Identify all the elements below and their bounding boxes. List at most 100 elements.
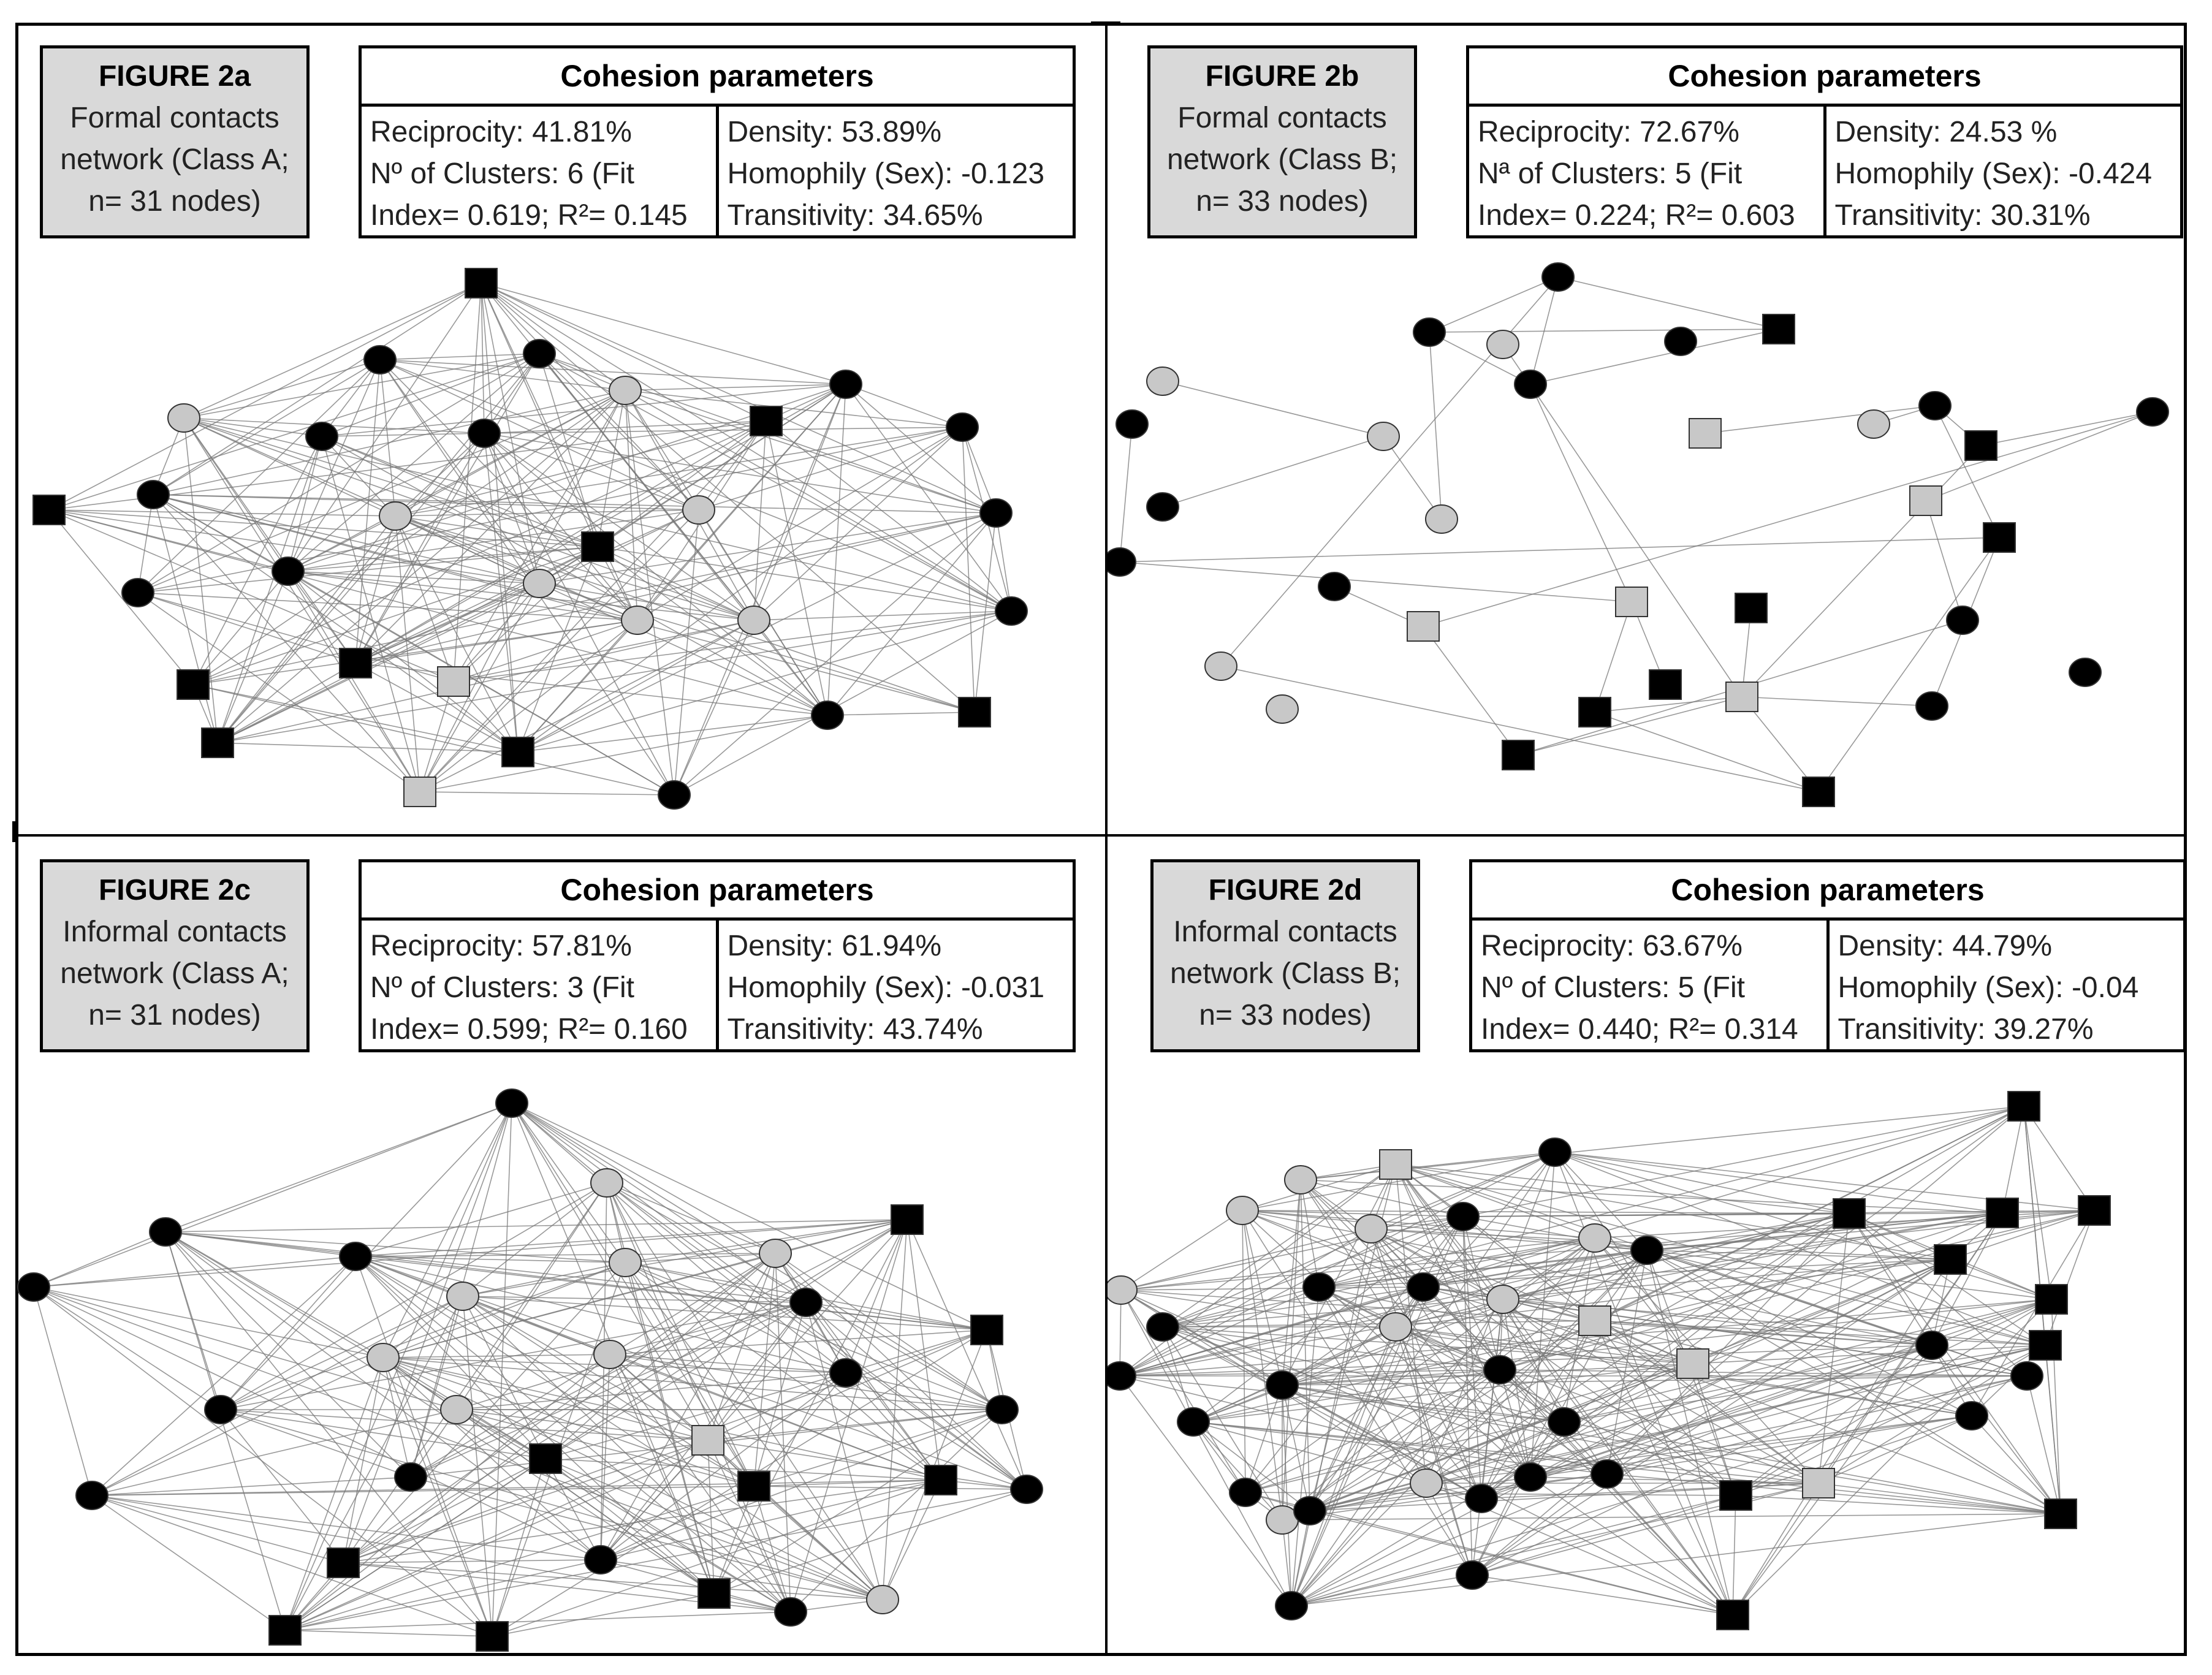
fit-index-value: Index= 0.619; R²= 0.145 bbox=[370, 199, 688, 232]
network-edge bbox=[153, 390, 626, 495]
network-edge bbox=[790, 1409, 1003, 1612]
network-edge bbox=[609, 1354, 715, 1594]
network-edge bbox=[753, 1372, 846, 1487]
network-edge bbox=[906, 1219, 941, 1481]
male-node-black bbox=[2035, 1284, 2068, 1315]
network-edge bbox=[355, 1182, 607, 1257]
network-edge bbox=[192, 620, 638, 685]
female-node-black bbox=[995, 596, 1028, 626]
network-edge bbox=[321, 436, 396, 517]
network-edge bbox=[91, 1256, 356, 1496]
male-node-black bbox=[465, 268, 498, 298]
density-value: Density: 24.53 % bbox=[1834, 116, 2058, 148]
cohesion-table: Cohesion parameters Reciprocity: 41.81% … bbox=[359, 45, 1076, 238]
female-node-black bbox=[204, 1395, 237, 1424]
female-node-black bbox=[121, 578, 154, 607]
network-edge bbox=[1934, 405, 2000, 538]
network-edge bbox=[217, 663, 356, 743]
network-edge bbox=[707, 1440, 715, 1594]
female-node-black bbox=[1146, 1312, 1179, 1342]
female-node-black bbox=[1266, 1370, 1299, 1400]
network-edge bbox=[355, 390, 626, 664]
network-edge bbox=[484, 420, 767, 434]
network-edge bbox=[395, 515, 975, 713]
female-node-black bbox=[2136, 397, 2169, 427]
female-node-black bbox=[468, 419, 501, 448]
homophily-value: Homophily (Sex): -0.04 bbox=[1838, 971, 2139, 1004]
cohesion-right-col: Density: 24.53 % Homophily (Sex): -0.424… bbox=[1823, 107, 2181, 238]
network-edge bbox=[1530, 276, 1559, 385]
network-edge bbox=[606, 1182, 1027, 1490]
female-node-black bbox=[1293, 1496, 1326, 1525]
network-edge bbox=[1594, 1320, 2046, 1346]
network-edge bbox=[1291, 1326, 1396, 1606]
network-edge bbox=[1646, 1250, 2028, 1377]
network-edge bbox=[410, 1476, 883, 1600]
network-edge bbox=[355, 1256, 626, 1263]
network-edge bbox=[1119, 1375, 1531, 1478]
network-edge bbox=[462, 1296, 987, 1331]
clusters-value: Nº of Clusters: 6 (Fit bbox=[370, 158, 634, 190]
network-edge bbox=[1472, 1473, 1608, 1576]
network-edge bbox=[48, 509, 454, 682]
male-node-black bbox=[2029, 1330, 2062, 1361]
cohesion-table: Cohesion parameters Reciprocity: 57.81% … bbox=[359, 859, 1076, 1052]
network-edge bbox=[379, 353, 540, 360]
male-node-gray bbox=[1578, 1305, 1611, 1336]
homophily-value: Homophily (Sex): -0.123 bbox=[727, 158, 1045, 190]
network-edge bbox=[1395, 1326, 1693, 1364]
network-edge bbox=[1282, 1164, 1396, 1386]
network-edge bbox=[284, 1458, 546, 1631]
cohesion-title: Cohesion parameters bbox=[1469, 48, 2180, 107]
network-edge bbox=[753, 1409, 1003, 1487]
network-edge bbox=[1818, 1345, 2046, 1484]
figure-title: FIGURE 2a bbox=[98, 60, 251, 93]
male-node-gray bbox=[1909, 485, 1942, 516]
network-edge bbox=[609, 1329, 987, 1355]
network-edge bbox=[1370, 1228, 1503, 1300]
network-edge bbox=[625, 1262, 846, 1373]
network-edge bbox=[382, 1357, 941, 1481]
network-edge bbox=[1735, 1345, 2046, 1496]
network-edge bbox=[1282, 1320, 1595, 1386]
network-edge bbox=[355, 433, 485, 664]
network-edge bbox=[1119, 561, 1632, 602]
figure-label: FIGURE 2c Informal contacts network (Cla… bbox=[40, 859, 310, 1052]
network-edge bbox=[192, 546, 598, 685]
network-edge bbox=[183, 417, 598, 547]
network-edge bbox=[2026, 1375, 2061, 1514]
network-edge bbox=[511, 1103, 754, 1487]
figure-2b-panel: FIGURE 2b Formal contacts network (Class… bbox=[1108, 23, 2199, 819]
network-edge bbox=[1395, 1259, 1951, 1327]
network-edge bbox=[1426, 1250, 1648, 1484]
network-edge bbox=[137, 592, 638, 621]
female-node-gray bbox=[167, 403, 200, 433]
female-node-black bbox=[811, 701, 844, 730]
network-edge bbox=[183, 283, 482, 419]
network-edge bbox=[1245, 1363, 1693, 1493]
network-edge bbox=[1646, 1250, 1733, 1616]
network-edge bbox=[698, 427, 963, 511]
network-edge bbox=[1193, 1421, 1310, 1511]
network-edge bbox=[1119, 423, 1133, 563]
network-edge bbox=[609, 1354, 791, 1612]
network-edge bbox=[287, 571, 638, 621]
network-edge bbox=[220, 1409, 546, 1459]
network-edge bbox=[287, 571, 754, 621]
network-edge bbox=[1193, 1216, 1464, 1422]
network-edge bbox=[1120, 1237, 1595, 1291]
network-edge bbox=[91, 1479, 941, 1496]
network-edge bbox=[539, 583, 754, 621]
transitivity-value: Transitivity: 43.74% bbox=[727, 1013, 983, 1046]
network-edge bbox=[974, 512, 997, 713]
network-edge bbox=[1245, 1216, 1464, 1493]
female-node-black bbox=[523, 339, 556, 368]
network-edge bbox=[827, 512, 997, 716]
network-edge bbox=[600, 1479, 941, 1560]
network-edge bbox=[1554, 1152, 1850, 1214]
female-node-gray bbox=[759, 1239, 792, 1268]
male-node-gray bbox=[691, 1425, 724, 1456]
network-edge bbox=[1931, 1299, 2052, 1346]
network-edge bbox=[1120, 1289, 1292, 1606]
network-edge bbox=[1119, 1228, 1372, 1377]
